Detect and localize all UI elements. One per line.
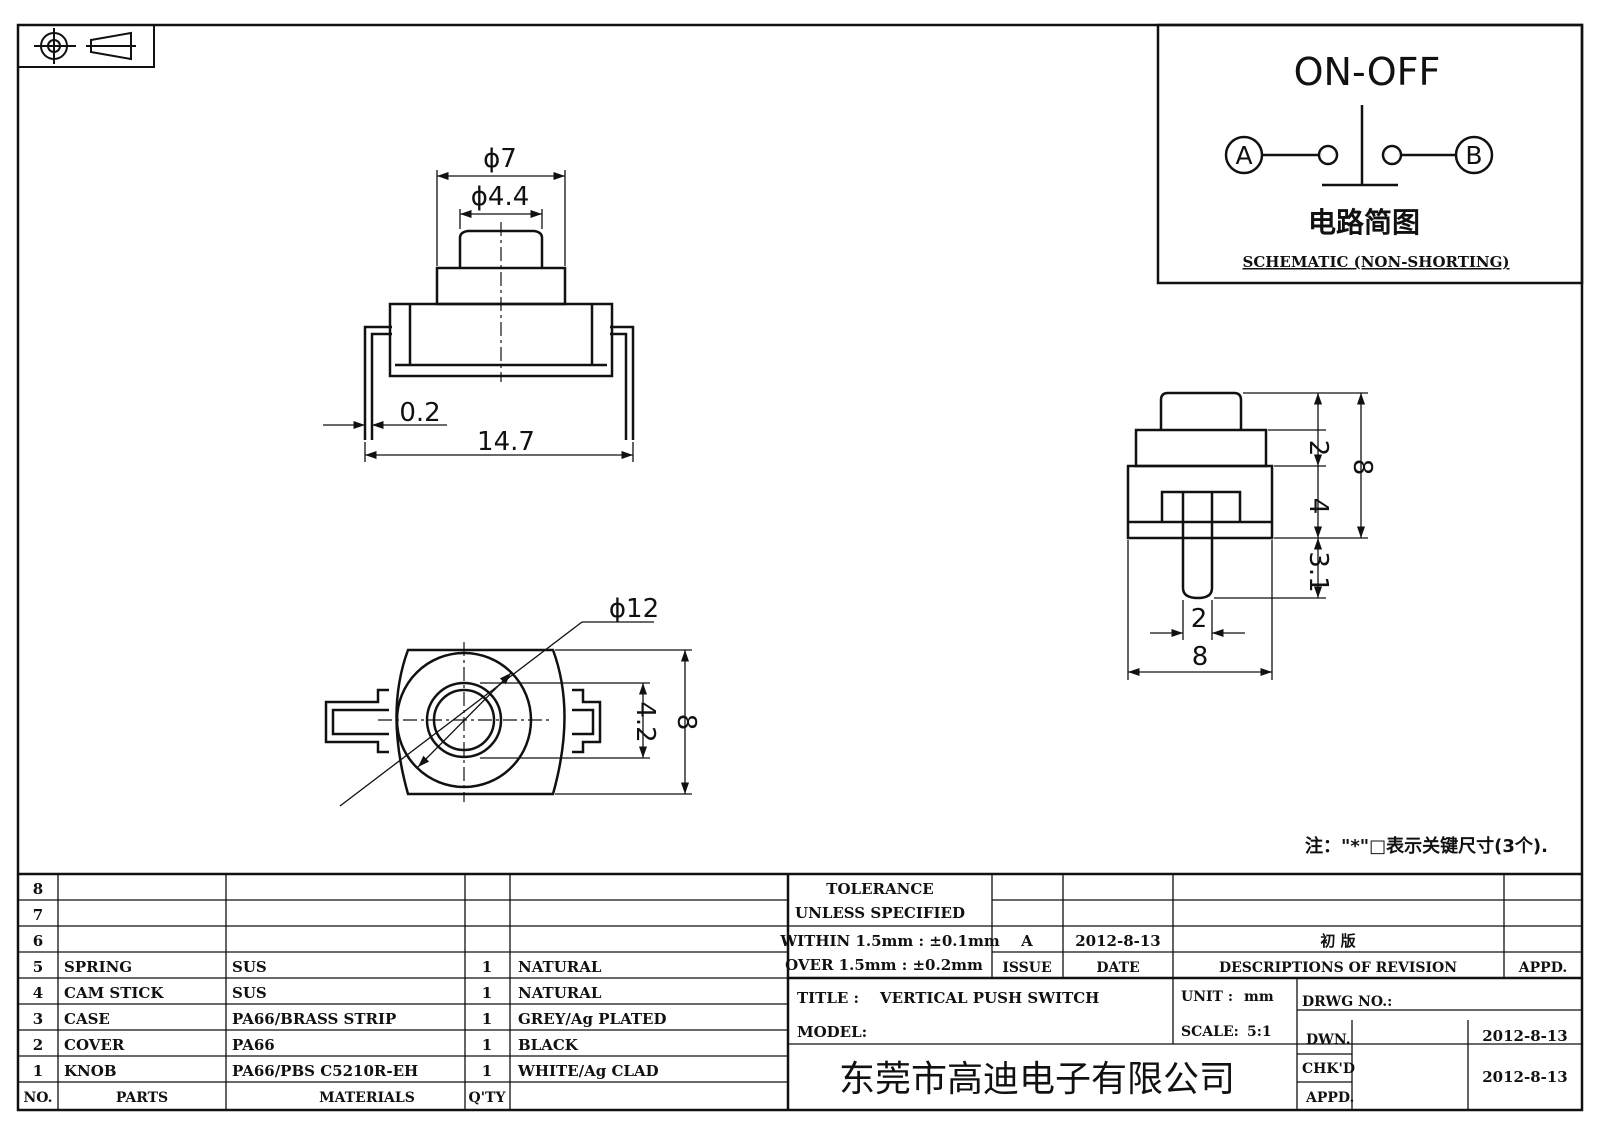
table-row: 3 CASE PA66/BRASS STRIP 1 GREY/Ag PLATED [33, 1010, 667, 1028]
table-row: 4 CAM STICK SUS 1 NATURAL [33, 984, 602, 1002]
dim-phi7: ϕ7 [483, 144, 517, 174]
svg-text:CHK'D: CHK'D [1302, 1061, 1355, 1077]
svg-text:MODEL:: MODEL: [797, 1023, 867, 1041]
svg-text:DWN.: DWN. [1306, 1032, 1351, 1048]
svg-text:APPD.: APPD. [1518, 960, 1567, 976]
key-dimension-note: 注："*"□表示关键尺寸(3个). [1305, 835, 1548, 857]
front-view: ϕ7 ϕ4.4 0.2 14.7 [323, 144, 635, 462]
dim-8-top: 8 [671, 714, 701, 731]
svg-text:DRWG NO.:: DRWG NO.: [1302, 994, 1392, 1010]
svg-text:TOLERANCE: TOLERANCE [826, 880, 933, 898]
table-row: 7 [33, 906, 43, 924]
schematic-box: ON-OFF A B 电路简图 SCHEMATIC (NON-SHORTING) [1156, 23, 1584, 285]
svg-text:1: 1 [482, 1036, 492, 1054]
table-row: 5 SPRING SUS 1 NATURAL [33, 958, 602, 976]
svg-text:PA66/BRASS STRIP: PA66/BRASS STRIP [232, 1010, 396, 1028]
dim-2-side: 2 [1303, 440, 1333, 457]
svg-text:NATURAL: NATURAL [518, 958, 602, 976]
dim-8-side: 8 [1347, 459, 1377, 476]
svg-text:1: 1 [482, 984, 492, 1002]
svg-text:PA66/PBS C5210R-EH: PA66/PBS C5210R-EH [232, 1062, 418, 1080]
dim-8-width: 8 [1192, 642, 1209, 672]
table-row: 6 [33, 932, 43, 950]
svg-text:1: 1 [482, 1010, 492, 1028]
svg-text:2012-8-13: 2012-8-13 [1482, 1027, 1568, 1045]
company-name: 东莞市高迪电子有限公司 [839, 1059, 1235, 1100]
table-header-row: NO. PARTS MATERIALS Q'TY [23, 1090, 506, 1106]
svg-text:OVER 1.5mm : ±0.2mm: OVER 1.5mm : ±0.2mm [785, 956, 983, 974]
drawing-title: VERTICAL PUSH SWITCH [879, 989, 1099, 1007]
schematic-caption-cn: 电路简图 [1308, 206, 1420, 239]
svg-text:1: 1 [482, 1062, 492, 1080]
terminal-a-label: A [1235, 141, 1252, 170]
svg-text:WITHIN 1.5mm : ±0.1mm: WITHIN 1.5mm : ±0.1mm [779, 932, 1000, 950]
svg-text:SUS: SUS [232, 984, 267, 1002]
svg-text:1: 1 [482, 958, 492, 976]
svg-text:6: 6 [33, 932, 43, 950]
svg-text:A: A [1020, 932, 1033, 950]
svg-text:2012-8-13: 2012-8-13 [1482, 1068, 1568, 1086]
svg-text:UNIT :: UNIT : [1181, 989, 1233, 1005]
title-block-grid [18, 872, 1582, 1110]
dim-4-2: 4.2 [630, 701, 660, 742]
svg-text:5:1: 5:1 [1247, 1024, 1272, 1040]
svg-text:DATE: DATE [1096, 960, 1139, 976]
svg-text:2012-8-13: 2012-8-13 [1075, 932, 1161, 950]
schematic-caption-en: SCHEMATIC (NON-SHORTING) [1242, 253, 1509, 271]
svg-text:APPD.: APPD. [1305, 1090, 1354, 1106]
svg-text:2: 2 [33, 1036, 43, 1054]
svg-text:4: 4 [33, 984, 43, 1002]
dim-phi4-4: ϕ4.4 [471, 182, 530, 212]
svg-text:CASE: CASE [64, 1010, 110, 1028]
svg-text:TITLE :: TITLE : [797, 989, 859, 1007]
sheet-border [16, 23, 1584, 1112]
svg-text:UNLESS SPECIFIED: UNLESS SPECIFIED [795, 904, 965, 922]
svg-text:NATURAL: NATURAL [518, 984, 602, 1002]
svg-text:MATERIALS: MATERIALS [319, 1090, 415, 1106]
title-block: TITLE : VERTICAL PUSH SWITCH UNIT : mm D… [797, 989, 1568, 1106]
dim-phi12: ϕ12 [609, 594, 659, 624]
svg-text:DESCRIPTIONS OF REVISION: DESCRIPTIONS OF REVISION [1219, 960, 1457, 976]
svg-text:PARTS: PARTS [116, 1090, 168, 1106]
svg-text:8: 8 [33, 880, 43, 898]
svg-text:WHITE/Ag CLAD: WHITE/Ag CLAD [517, 1062, 659, 1080]
dim-3-1-side: 3.1 [1303, 551, 1333, 592]
svg-text:GREY/Ag PLATED: GREY/Ag PLATED [518, 1010, 667, 1028]
dim-2-pin: 2 [1191, 604, 1208, 634]
svg-text:mm: mm [1244, 989, 1274, 1005]
svg-text:5: 5 [33, 958, 43, 976]
table-row: 1 KNOB PA66/PBS C5210R-EH 1 WHITE/Ag CLA… [33, 1062, 659, 1080]
dim-4-side: 4 [1303, 498, 1333, 515]
terminal-b-label: B [1465, 141, 1482, 170]
svg-text:SUS: SUS [232, 958, 267, 976]
svg-text:CAM STICK: CAM STICK [64, 984, 164, 1002]
svg-text:3: 3 [33, 1010, 43, 1028]
parts-table: 8 7 6 5 SPRING SUS 1 NATURAL 4 CAM STICK… [23, 880, 666, 1106]
svg-text:SCALE:: SCALE: [1181, 1024, 1239, 1040]
dim-14-7: 14.7 [477, 427, 535, 457]
table-row: 2 COVER PA66 1 BLACK [33, 1036, 579, 1054]
svg-text:COVER: COVER [64, 1036, 125, 1054]
top-view: ϕ12 4.2 8 [324, 594, 701, 807]
side-view: 2 4 3.1 8 2 8 [1126, 391, 1377, 680]
revision-block: TOLERANCE UNLESS SPECIFIED WITHIN 1.5mm … [779, 880, 1567, 976]
svg-text:KNOB: KNOB [64, 1062, 117, 1080]
svg-text:BLACK: BLACK [518, 1036, 579, 1054]
svg-text:PA66: PA66 [232, 1036, 275, 1054]
dim-0-2: 0.2 [399, 398, 440, 428]
svg-text:初 版: 初 版 [1320, 932, 1355, 950]
schematic-title: ON-OFF [1294, 50, 1441, 94]
svg-text:7: 7 [33, 906, 43, 924]
table-row: 8 [33, 880, 43, 898]
svg-text:Q'TY: Q'TY [469, 1090, 507, 1106]
svg-text:SPRING: SPRING [64, 958, 132, 976]
svg-text:1: 1 [33, 1062, 43, 1080]
projection-symbol-icon [17, 24, 155, 68]
svg-text:NO.: NO. [23, 1090, 52, 1106]
svg-text:ISSUE: ISSUE [1002, 960, 1051, 976]
